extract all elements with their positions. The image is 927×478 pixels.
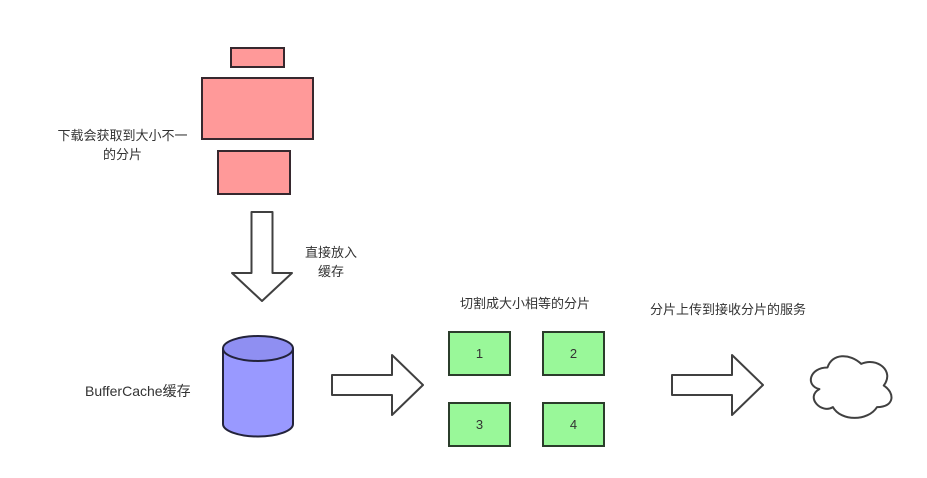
buffer-cache-cylinder-icon — [222, 335, 294, 438]
chunk-box-2: 2 — [542, 331, 605, 376]
right-arrow-split-icon — [331, 354, 424, 416]
download-chunk-large — [201, 77, 314, 140]
buffer-cache-label: BufferCache缓存 — [85, 383, 191, 399]
download-chunk-small — [230, 47, 285, 68]
chunk-box-1: 1 — [448, 331, 511, 376]
chunk-3-label: 3 — [475, 417, 484, 432]
chunk-box-4: 4 — [542, 402, 605, 447]
down-arrow-icon — [231, 211, 293, 302]
chunk-box-3: 3 — [448, 402, 511, 447]
download-chunk-medium — [217, 150, 291, 195]
upload-stage-caption: 分片上传到接收分片的服务 — [650, 302, 807, 317]
chunk-2-label: 2 — [569, 346, 578, 361]
cloud-service-icon — [809, 355, 893, 419]
download-stage-caption: 下载会获取到大小不一 的分片 — [57, 128, 188, 162]
split-stage-caption: 切割成大小相等的分片 — [459, 296, 590, 311]
right-arrow-upload-icon — [671, 354, 764, 416]
chunk-4-label: 4 — [569, 417, 578, 432]
cache-arrow-caption: 直接放入 缓存 — [304, 245, 357, 279]
chunk-1-label: 1 — [475, 346, 484, 361]
